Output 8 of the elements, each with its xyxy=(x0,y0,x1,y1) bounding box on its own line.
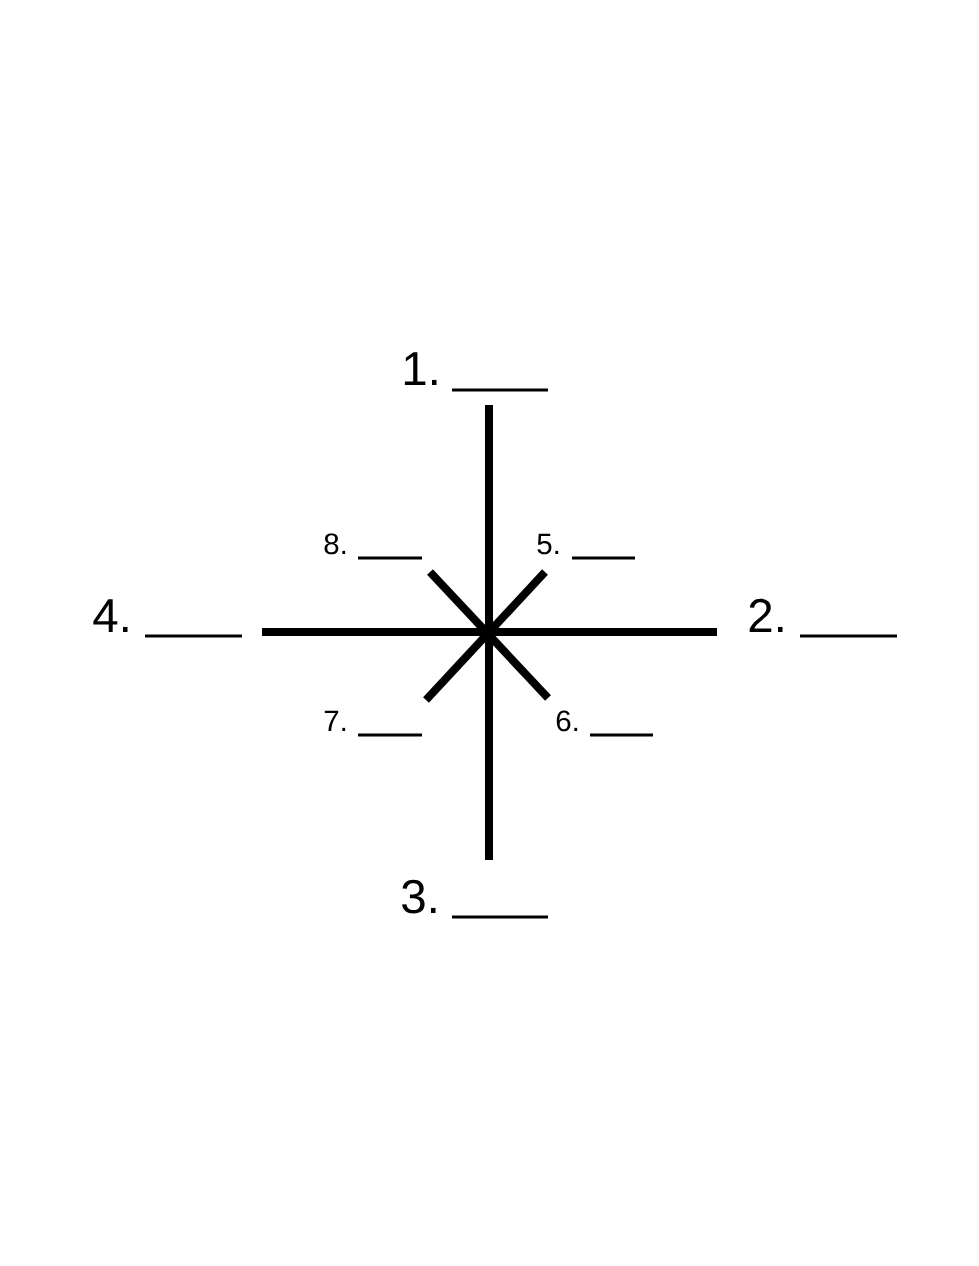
item-number: 2. xyxy=(749,598,783,632)
item-number: 6. xyxy=(556,710,578,732)
item-number: 1. xyxy=(404,352,437,385)
item-number: 8. xyxy=(324,533,346,555)
item-number: 3. xyxy=(402,879,436,914)
item-number: 7. xyxy=(324,710,346,731)
item-number: 5. xyxy=(537,533,559,555)
item-number: 4. xyxy=(93,599,128,632)
